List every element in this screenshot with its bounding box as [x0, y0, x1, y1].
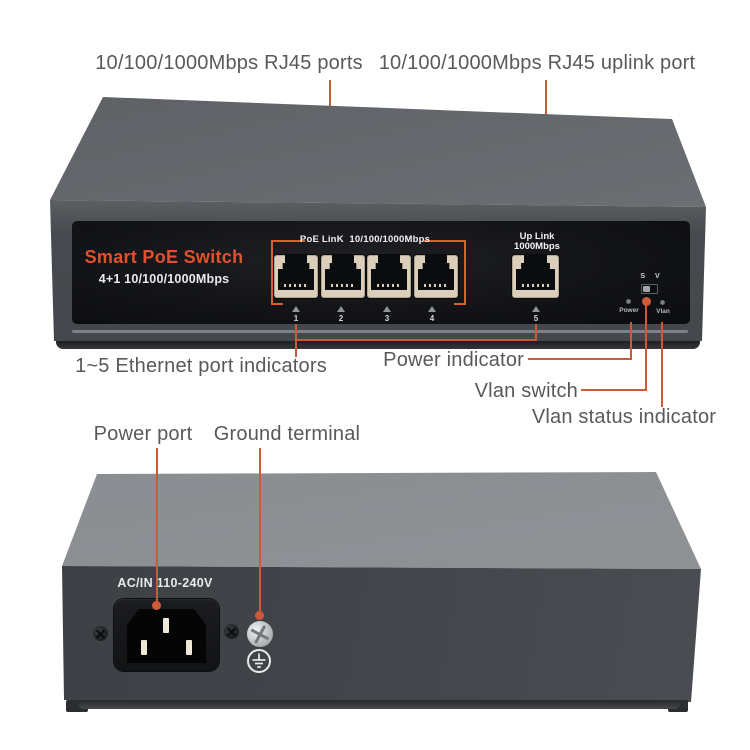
brand-text: Smart PoE Switch: [84, 247, 244, 267]
label-power-indicator: Power indicator: [383, 349, 524, 371]
rj45-pins: [423, 284, 449, 287]
vlan-led: [660, 300, 665, 305]
callout-line-vlan-status: [661, 322, 663, 407]
bracket-segment: [271, 240, 305, 242]
port-indicator-4: 4: [428, 306, 436, 323]
link-led-triangle-icon: [292, 306, 300, 312]
port-number: 5: [533, 314, 539, 323]
bracket-segment: [271, 303, 283, 305]
port-indicator-2: 2: [337, 306, 345, 323]
inlet-pin-neutral: [186, 640, 192, 655]
port-number: 4: [429, 314, 435, 323]
link-led-triangle-icon: [337, 306, 345, 312]
uplink-label-line1: Up Link: [519, 231, 555, 242]
label-rj45-ports: 10/100/1000Mbps RJ45 ports: [95, 52, 363, 74]
rj45-latch-slot: [332, 255, 354, 264]
port-indicator-1: 1: [292, 306, 300, 323]
switch-knob: [643, 286, 650, 292]
inlet-pin-line: [141, 640, 147, 655]
power-led: [626, 299, 631, 304]
callout-dash-vlan-switch: [581, 389, 646, 391]
port-number: 1: [293, 314, 299, 323]
panel-screw-icon: [224, 624, 239, 639]
ground-symbol-icon: [247, 649, 271, 673]
port-indicator-5: 5: [532, 306, 540, 323]
link-led-triangle-icon: [532, 306, 540, 312]
label-port-indicators: 1~5 Ethernet port indicators: [75, 355, 327, 377]
rj45-latch-slot: [523, 255, 548, 264]
vlan-led-label: Vlan: [656, 308, 670, 315]
link-led-triangle-icon: [383, 306, 391, 312]
inlet-pin-earth: [163, 618, 169, 633]
chassis-lip-highlight: [72, 330, 688, 333]
chassis-bottom-edge: [56, 341, 700, 349]
link-led-triangle-icon: [428, 306, 436, 312]
rj45-pins: [283, 284, 309, 287]
callout-dot-power-port: [152, 601, 161, 610]
uplink-label-line2: 1000Mbps: [514, 241, 560, 252]
power-led-label: Power: [619, 307, 639, 314]
sv-label: S V: [640, 273, 664, 280]
rj45-port-3: [367, 255, 411, 298]
label-vlan-switch: Vlan switch: [474, 380, 578, 402]
bracket-segment: [454, 303, 466, 305]
vlan-dip-switch: [641, 284, 658, 294]
callout-line-ground: [259, 448, 261, 614]
rj45-port-4: [414, 255, 458, 298]
poe-group-label: PoE LinK 10/100/1000Mbps: [299, 234, 431, 245]
inlet-recess: [127, 609, 206, 663]
chassis-bottom-edge: [78, 700, 680, 709]
callout-dash-power: [528, 358, 631, 360]
model-text: 4+1 10/100/1000Mbps: [98, 272, 230, 286]
ground-screw-icon: [247, 621, 273, 647]
power-inlet-c14: [114, 599, 219, 671]
port-number: 2: [338, 314, 344, 323]
panel-screw-icon: [93, 626, 108, 641]
rj45-uplink-port-5: [512, 255, 559, 298]
rj45-pins: [522, 284, 549, 287]
callout-dot-ground: [255, 611, 264, 620]
rj45-port-1: [274, 255, 318, 298]
callout-dot-vlan-switch: [642, 297, 651, 306]
label-ground-terminal: Ground terminal: [213, 423, 361, 445]
rj45-pins: [376, 284, 402, 287]
rj45-latch-slot: [425, 255, 447, 264]
callout-line-power-port: [156, 448, 158, 604]
label-power-port: Power port: [93, 423, 193, 445]
rj45-latch-slot: [285, 255, 307, 264]
ac-input-label: AC/IN 110-240V: [117, 576, 213, 590]
label-uplink-port: 10/100/1000Mbps RJ45 uplink port: [378, 52, 696, 74]
rj45-latch-slot: [378, 255, 400, 264]
bracket-segment: [424, 240, 466, 242]
uplink-label: Up Link 1000Mbps: [514, 232, 560, 252]
rj45-port-2: [321, 255, 365, 298]
callout-line-ports: [295, 339, 537, 341]
port-number: 3: [384, 314, 390, 323]
rj45-pins: [330, 284, 356, 287]
label-vlan-status: Vlan status indicator: [531, 406, 717, 428]
callout-line-power: [630, 322, 632, 360]
callout-line-port5: [535, 324, 537, 341]
bracket-segment: [464, 240, 466, 305]
bracket-segment: [271, 240, 273, 305]
callout-line-vlan-switch: [645, 303, 647, 391]
port-indicator-3: 3: [383, 306, 391, 323]
